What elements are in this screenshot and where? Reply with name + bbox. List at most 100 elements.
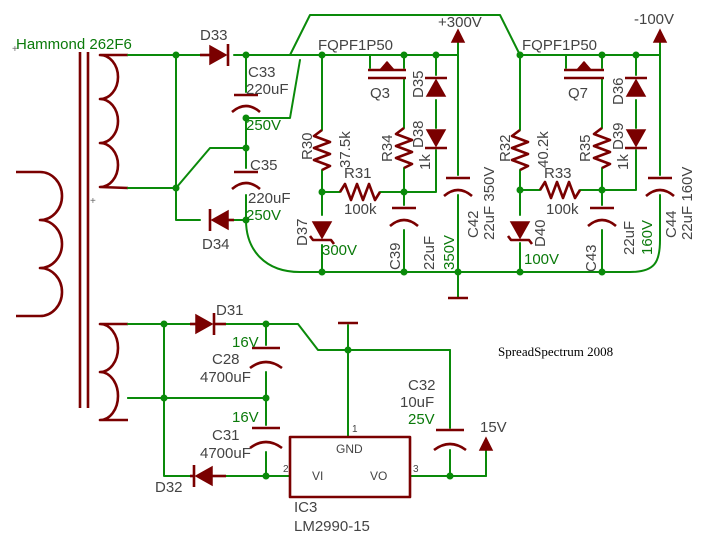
diode-d38: D38 [410,120,447,150]
c43-label: C43 [583,244,600,272]
capacitor-c32: C32 10uF 25V [400,377,467,452]
mosfet-q7: FQPF1P50 Q7 [522,37,604,102]
resistor-r32: R32 40.2k [497,128,552,172]
r31-value: 100k [344,201,377,218]
diode-d39: D39 [610,122,647,150]
svg-text:+: + [12,44,18,55]
d40-voltage: 100V [524,251,559,268]
supply-plus15: 15V [478,419,507,451]
mosfet-q3: FQPF1P50 Q3 [318,37,406,102]
q7-label: Q7 [568,85,588,102]
r35-label: R35 [577,134,594,162]
junction-dots [160,51,640,480]
lv-secondary-winding [98,322,128,422]
hv-wiring [127,14,661,299]
d33-label: D33 [200,27,228,44]
capacitor-c43: C43 22uF 160V [583,206,656,272]
ic3-pin-vi: VI [312,469,323,483]
d38-label: D38 [410,120,427,148]
ic3-pin-gnd: GND [336,442,363,456]
r32-value: 40.2k [535,131,552,168]
c31-label: C31 [212,427,240,444]
c35-value: 220uF [248,190,291,207]
zener-d40: D40 100V [506,219,559,268]
r33-label: R33 [544,165,572,182]
r35-value: 1k [615,154,632,170]
supply-minus100: -100V [634,11,674,43]
resistor-r35: R35 1k [577,126,632,170]
supply-plus300: +300V [438,14,482,43]
d40-label: D40 [532,219,549,247]
q7-part: FQPF1P50 [522,37,597,54]
transformer-hammond-262f6: Hammond 262F6 + + [12,36,132,422]
capacitor-c39: C39 22uF 350V [387,206,458,270]
capacitor-c42: C42 22uF 350V [443,167,498,240]
plus300-label: +300V [438,14,482,31]
r34-label: R34 [379,134,396,162]
r30-label: R30 [299,132,316,160]
capacitor-c35: C35 220uF 250V [231,157,291,224]
c42-label: C42 [465,210,482,238]
r33-value: 100k [546,201,579,218]
ic3-pin1: 1 [352,424,358,435]
hv-secondary-winding [98,53,129,190]
capacitor-c31: 16V C31 4700uF [200,409,283,462]
c33-voltage: 250V [246,117,281,134]
c35-label: C35 [250,157,278,174]
c31-value: 4700uF [200,445,251,462]
resistor-r33: R33 100k [538,165,582,218]
diode-d33: D33 [200,27,230,66]
c28-voltage: 16V [232,334,259,351]
c32-value: 10uF [400,394,434,411]
resistor-r31: R31 100k [338,165,382,218]
c31-voltage: 16V [232,409,259,426]
c32-voltage: 25V [408,411,435,428]
ic3-part: LM2990-15 [294,518,370,535]
diode-d34: D34 [202,209,234,253]
plus15-label: 15V [480,419,507,436]
capacitor-c28: 16V C28 4700uF [200,334,283,386]
d37-voltage: 300V [322,242,357,259]
diode-d32: D32 [155,465,226,496]
c39-value: 22uF [421,236,438,270]
diode-d35: D35 [410,70,447,98]
ic3-pin2: 2 [283,464,289,475]
capacitor-c33: C33 220uF 250V [231,64,289,134]
r31-label: R31 [344,165,372,182]
r30-value: 37.5k [337,131,354,168]
c44-value: 22uF 160V [679,167,696,240]
c39-voltage: 350V [441,235,458,270]
d34-label: D34 [202,236,230,253]
c28-label: C28 [212,351,240,368]
diode-d31: D31 [190,302,244,335]
q3-part: FQPF1P50 [318,37,393,54]
r32-label: R32 [497,134,514,162]
svg-text:+: + [90,196,96,207]
d31-label: D31 [216,302,244,319]
ic3-pin3: 3 [413,464,419,475]
c43-voltage: 160V [639,220,656,255]
d37-label: D37 [294,218,311,246]
capacitor-c44: C44 22uF 160V [645,167,696,240]
c33-label: C33 [248,64,276,81]
resistor-r30: R30 37.5k [299,128,354,172]
c42-value: 22uF 350V [481,167,498,240]
resistor-r34: R34 1k [379,126,434,170]
c33-value: 220uF [246,81,289,98]
d39-label: D39 [610,122,627,150]
diode-d36: D36 [610,76,647,105]
credit-text: SpreadSpectrum 2008 [498,344,613,359]
c39-label: C39 [387,242,404,270]
d36-label: D36 [610,77,627,105]
d35-label: D35 [410,70,427,98]
regulator-ic3: GND VI VO 1 2 3 IC3 LM2990-15 [283,424,419,535]
zener-d37: D37 300V [294,218,357,259]
ic3-label: IC3 [294,499,317,516]
c32-label: C32 [408,377,436,394]
c35-voltage: 250V [246,207,281,224]
minus100-label: -100V [634,11,674,28]
c28-value: 4700uF [200,369,251,386]
transformer-label: Hammond 262F6 [16,36,132,53]
ic3-pin-vo: VO [370,469,387,483]
